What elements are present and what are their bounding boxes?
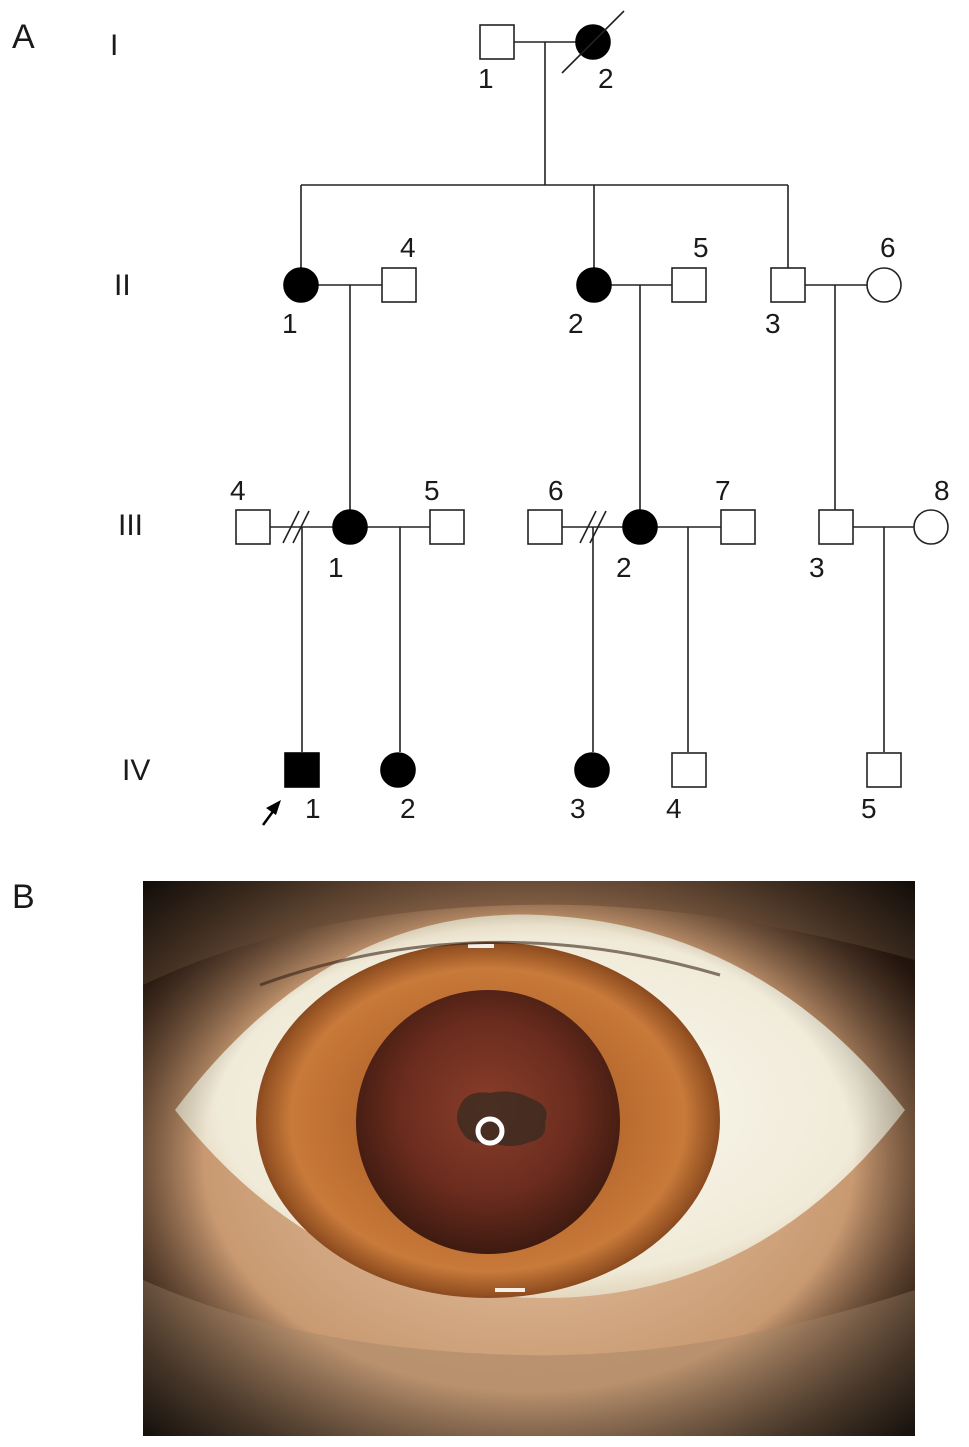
label-II-6: 6 [880,232,896,263]
divorce-slash-1b [292,510,310,544]
divorce-slash-1a [282,510,300,544]
individual-III-6-male-unaffected [527,509,563,545]
individual-IV-4-male-unaffected [671,752,707,788]
individual-IV-3-female-affected [574,752,610,788]
label-IV-3: 3 [570,793,586,824]
panel-a-label: A [12,18,35,56]
label-III-4: 4 [230,475,246,506]
generation-I-label: I [110,29,118,62]
individual-II-4-male-unaffected [381,267,417,303]
label-III-5: 5 [424,475,440,506]
label-II-4: 4 [400,232,416,263]
individual-III-2-female-affected [622,509,658,545]
label-I-1: 1 [478,63,494,94]
label-IV-1: 1 [305,793,321,824]
pedigree-panel: A I II III IV 1 2 1 4 2 5 3 [12,10,950,826]
label-III-2: 2 [616,552,632,583]
label-IV-2: 2 [400,793,416,824]
individual-II-5-male-unaffected [671,267,707,303]
individual-III-4-male-unaffected [235,509,271,545]
label-IV-4: 4 [666,793,682,824]
individual-II-2-female-affected [576,267,612,303]
label-II-2: 2 [568,308,584,339]
individual-III-7-male-unaffected [720,509,756,545]
label-III-3: 3 [809,552,825,583]
individual-III-5-male-unaffected [429,509,465,545]
individual-IV-2-female-affected [380,752,416,788]
individual-IV-5-male-unaffected [866,752,902,788]
label-II-3: 3 [765,308,781,339]
proband-arrow-icon [261,800,281,826]
label-III-7: 7 [715,475,731,506]
label-I-2: 2 [598,63,614,94]
individual-I-1-male-unaffected [479,24,515,60]
label-IV-5: 5 [861,793,877,824]
label-III-8: 8 [934,475,950,506]
individual-II-1-female-affected [283,267,319,303]
label-II-5: 5 [693,232,709,263]
individual-III-3-male-unaffected [818,509,854,545]
panel-b-label: B [12,878,35,916]
generation-III-label: III [118,509,143,542]
individual-II-6-female-unaffected [866,267,902,303]
deceased-slash [561,10,625,74]
eye-photograph [143,881,915,1436]
individual-III-8-female-unaffected [913,509,949,545]
label-II-1: 1 [282,308,298,339]
label-III-6: 6 [548,475,564,506]
generation-II-label: II [114,269,131,302]
individual-IV-1-male-affected [284,752,320,788]
generation-IV-label: IV [122,754,150,787]
individual-II-3-male-unaffected [770,267,806,303]
individual-III-1-female-affected [332,509,368,545]
label-III-1: 1 [328,552,344,583]
divorce-slash-2a [579,510,597,544]
